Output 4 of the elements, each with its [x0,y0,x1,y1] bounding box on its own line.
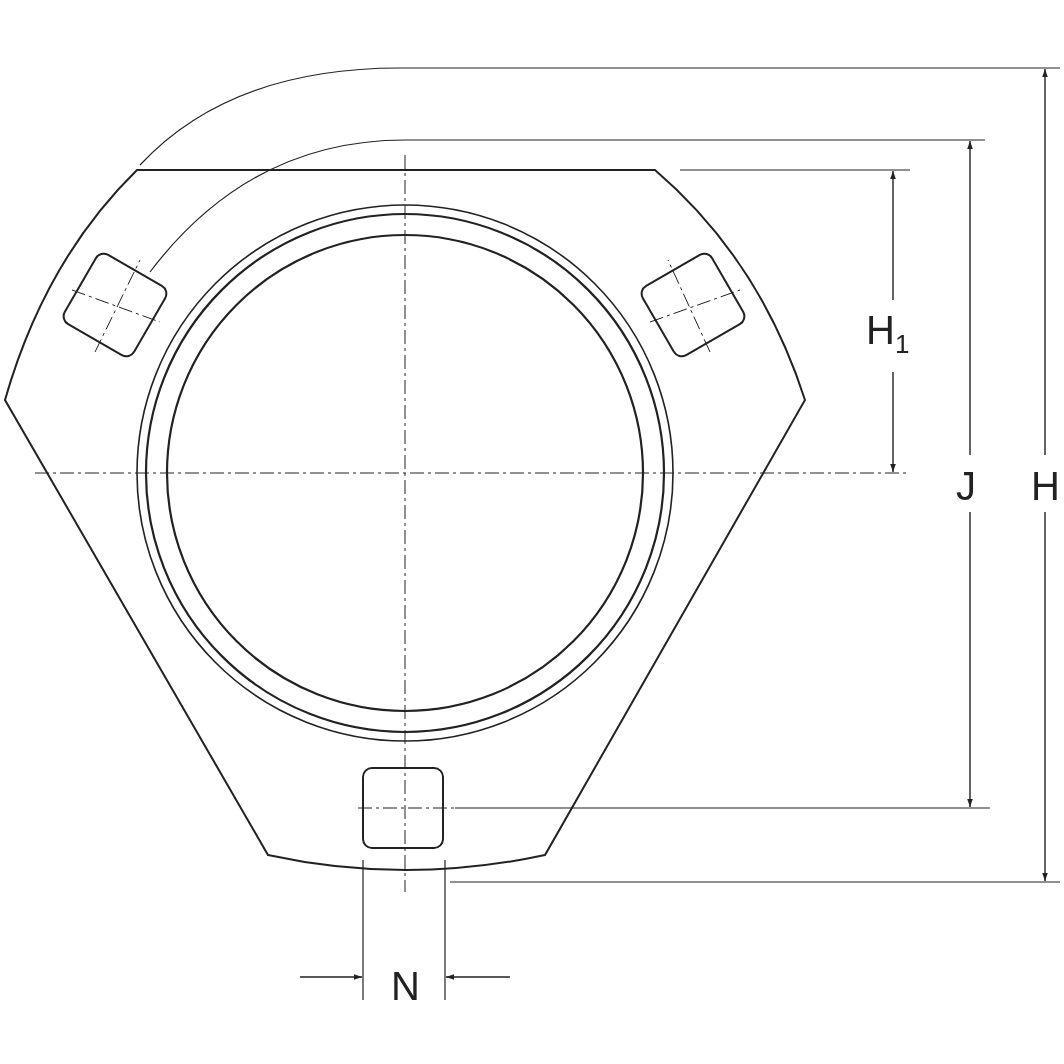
dimension-label: J [956,466,976,506]
dimension-label: N [391,966,420,1006]
dimension-label: H$_{1}$ [866,310,910,357]
dimension-label: H [1031,466,1060,506]
